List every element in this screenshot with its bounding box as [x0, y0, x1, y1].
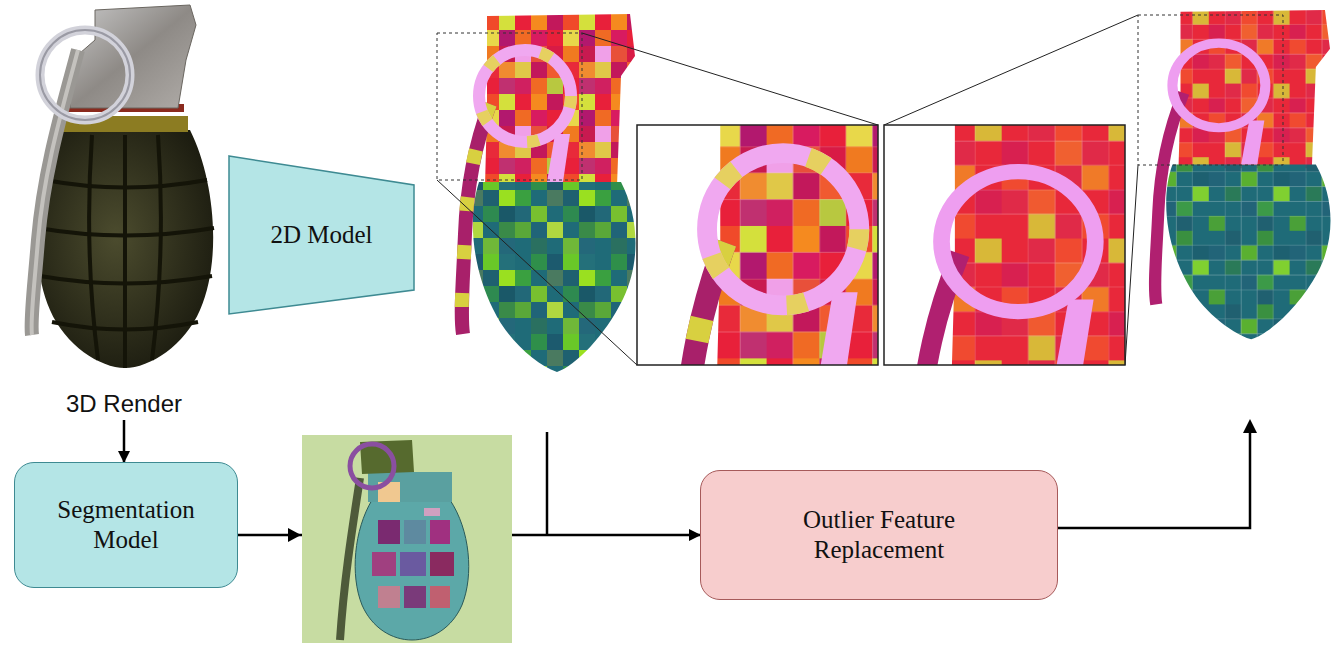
output-line: [1058, 432, 1250, 528]
refined-feature-map: [1155, 10, 1331, 339]
render-caption: 3D Render: [14, 0, 234, 420]
model-trapezoid: 2D Model: [228, 155, 415, 315]
zoom-line: [1125, 165, 1138, 365]
arrow-head: [288, 528, 301, 542]
segmentation-image: [302, 435, 512, 643]
process-box: Segmentation Model: [14, 462, 238, 588]
zoom-region: [437, 33, 582, 180]
node-label: 2D Model: [270, 220, 372, 250]
arrow-head: [1243, 419, 1257, 433]
merge-line: [546, 432, 549, 536]
zoom-line: [437, 180, 637, 365]
node-label: Outlier Feature Replacement: [764, 505, 994, 565]
grenade-render: [31, 5, 214, 368]
zoom-line: [884, 15, 1138, 125]
zoom-region: [1138, 15, 1283, 165]
zoom-line: [582, 33, 878, 125]
feature-map: [462, 14, 636, 372]
connector-arrow: [123, 420, 126, 462]
zoom-inset-frame: [637, 125, 878, 365]
process-box: Outlier Feature Replacement: [700, 470, 1058, 600]
node-label: 3D Render: [63, 390, 185, 418]
node-label: Segmentation Model: [27, 495, 225, 555]
zoom-inset-frame: [884, 125, 1125, 365]
